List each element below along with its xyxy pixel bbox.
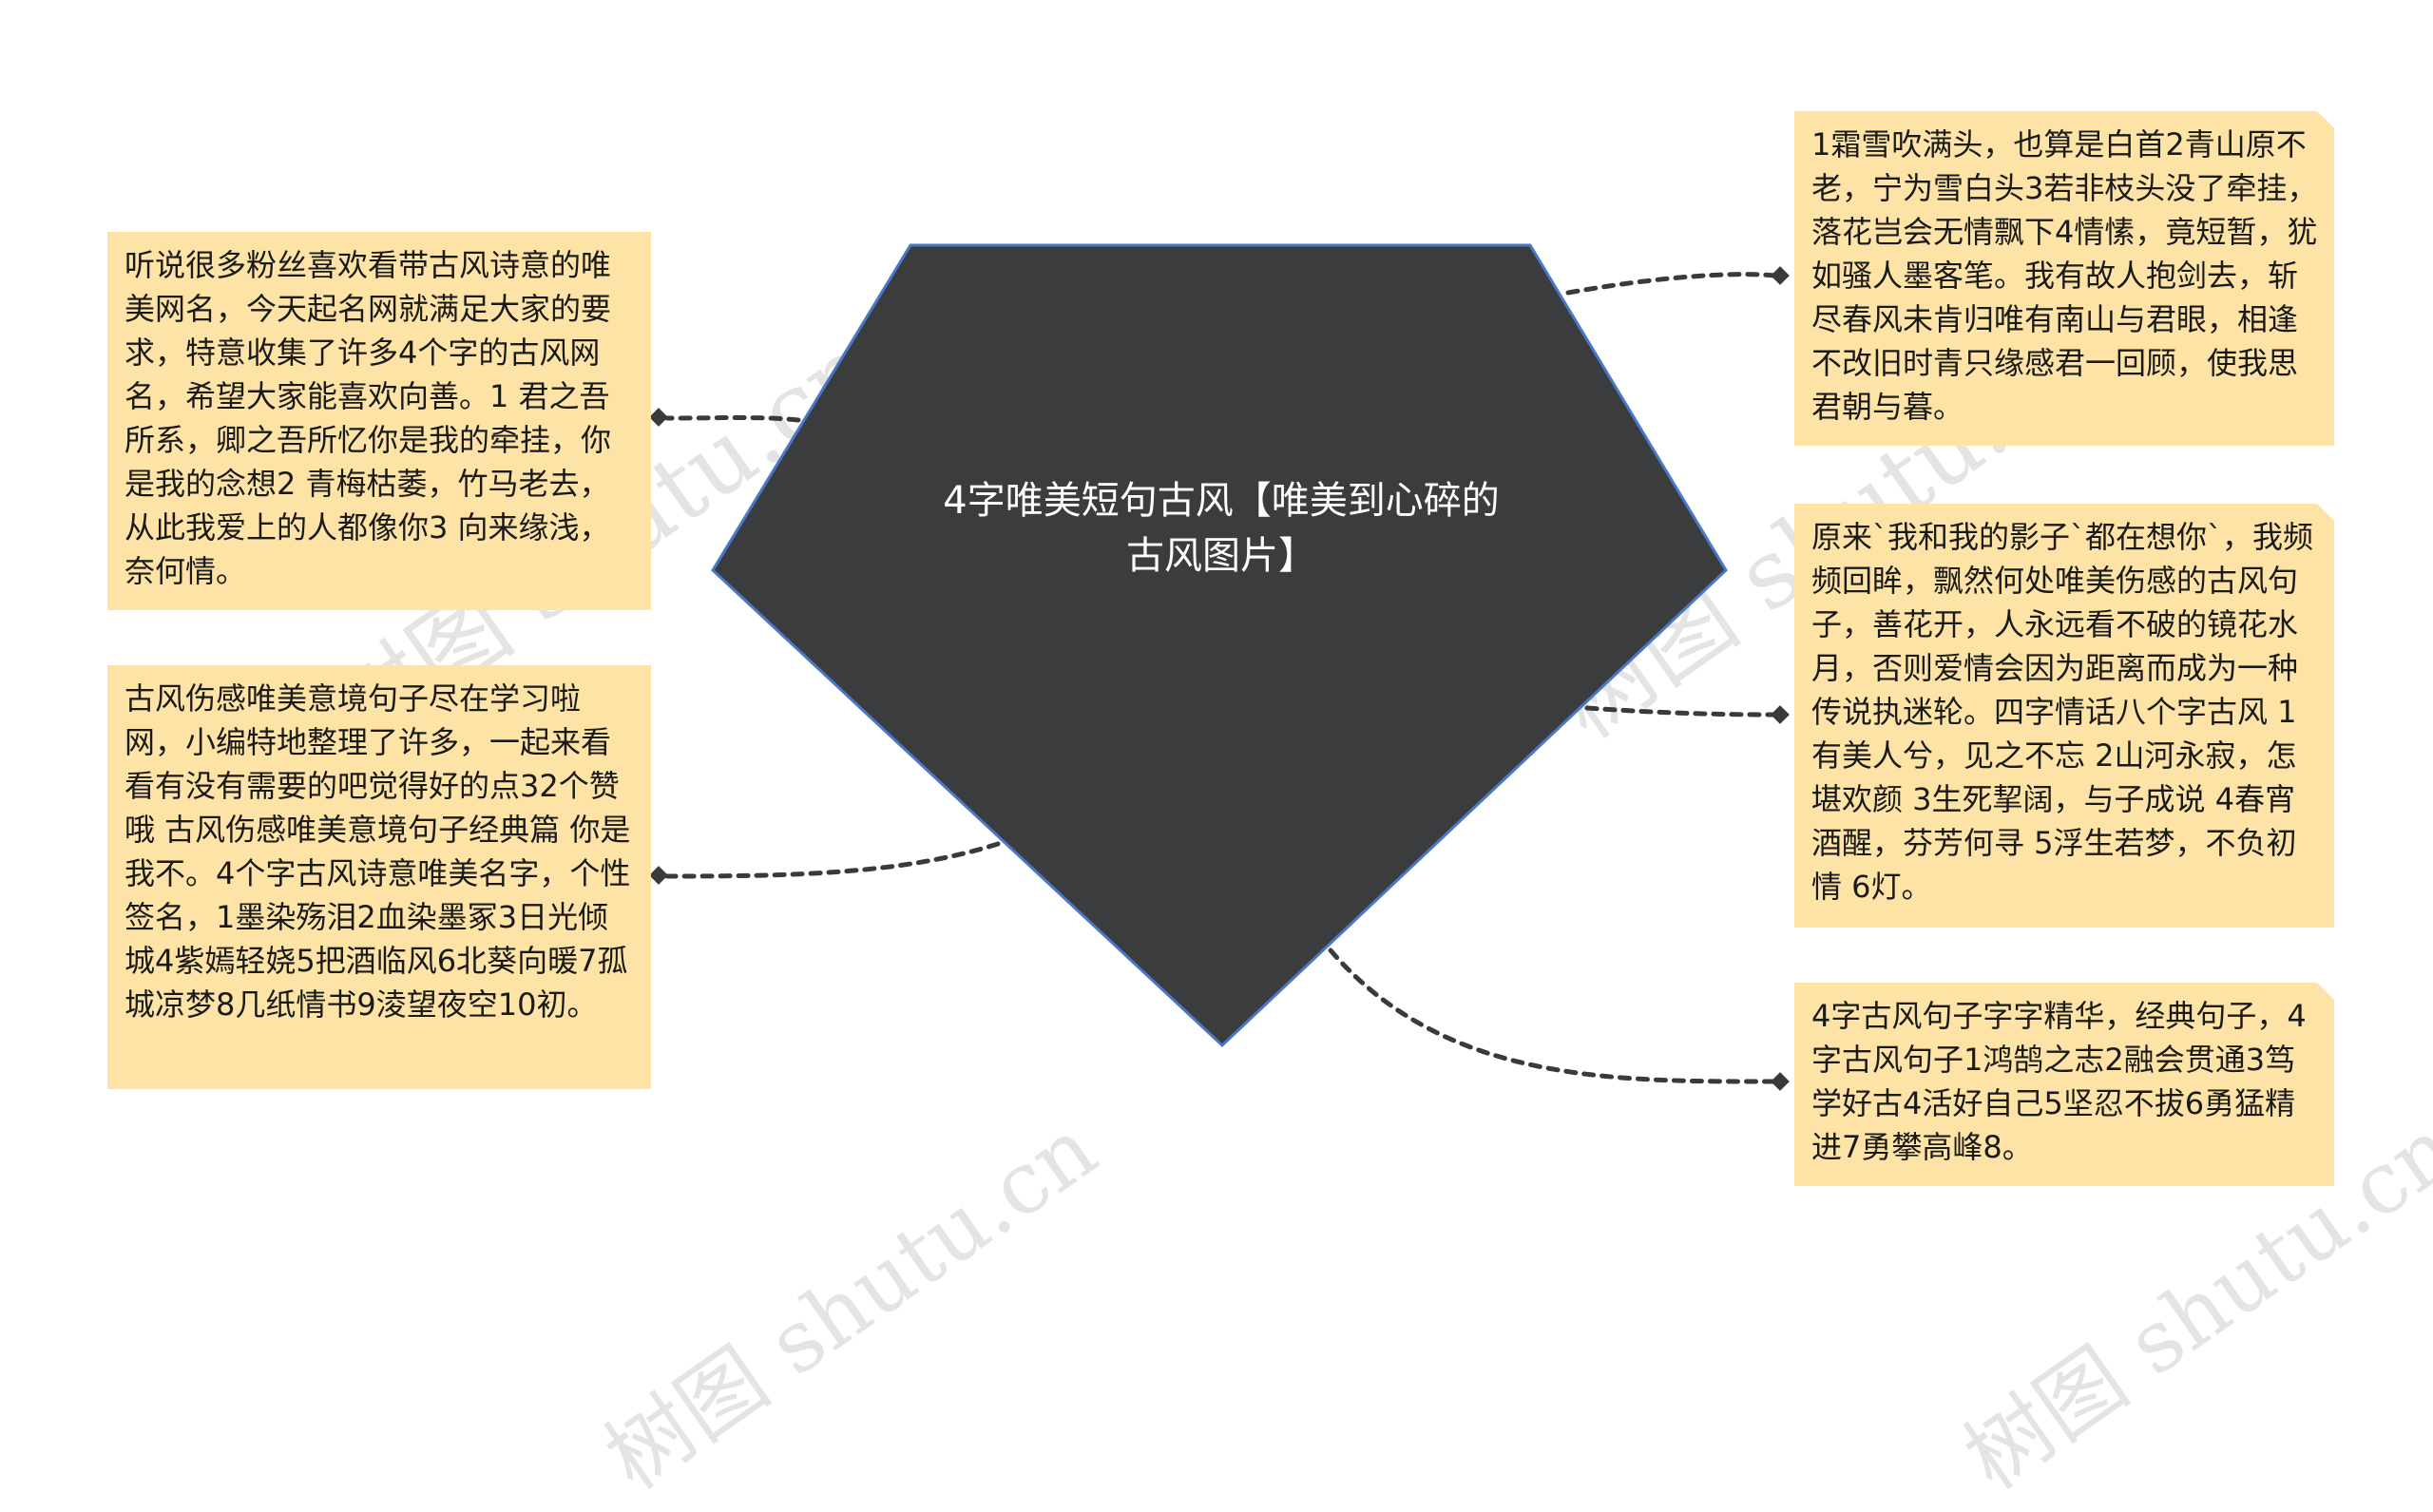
right-node-1[interactable]: 1霜雪吹满头，也算是白首2青山原不老，宁为雪白头3若非枝头没了牵挂，落花岂会无情…: [1794, 111, 2334, 446]
mindmap-canvas: [649, 243, 1790, 1091]
right-node-2-text: 原来`我和我的影子`都在想你`，我频频回眸，飘然何处唯美伤感的古风句子，善花开，…: [1811, 519, 2314, 905]
corner-fold: [2317, 111, 2334, 128]
connector-right-2-endpoint: [1771, 705, 1790, 724]
corner-fold: [2317, 504, 2334, 521]
connector-left-1: [664, 415, 801, 423]
connector-right-3: [1328, 947, 1778, 1084]
connector-left-2: [664, 841, 1001, 879]
center-node-shape[interactable]: [711, 243, 1728, 1048]
left-node-1[interactable]: 听说很多粉丝喜欢看带古风诗意的唯美网名，今天起名网就满足大家的要求，特意收集了许…: [107, 232, 651, 610]
connector-right-2: [1584, 705, 1778, 718]
connector-right-1: [1565, 272, 1778, 296]
right-node-1-text: 1霜雪吹满头，也算是白首2青山原不老，宁为雪白头3若非枝头没了牵挂，落花岂会无情…: [1811, 126, 2318, 425]
left-node-2[interactable]: 古风伤感唯美意境句子尽在学习啦网，小编特地整理了许多，一起来看看有没有需要的吧觉…: [107, 665, 651, 1089]
connector-right-1-endpoint: [1771, 266, 1790, 285]
connector-left-2-endpoint: [649, 866, 668, 885]
right-node-3-text: 4字古风句子字字精华，经典句子，4字古风句子1鸿鹄之志2融会贯通3笃学好古4活好…: [1811, 998, 2307, 1165]
corner-fold: [2317, 983, 2334, 1000]
connector-right-3-endpoint: [1771, 1072, 1790, 1091]
center-node-title: 4字唯美短句古风【唯美到心碎的古风图片】: [943, 479, 1500, 578]
left-node-1-text: 听说很多粉丝喜欢看带古风诗意的唯美网名，今天起名网就满足大家的要求，特意收集了许…: [125, 247, 612, 589]
right-node-3[interactable]: 4字古风句子字字精华，经典句子，4字古风句子1鸿鹄之志2融会贯通3笃学好古4活好…: [1794, 983, 2334, 1186]
connector-left-1-endpoint: [649, 408, 668, 427]
left-node-2-text: 古风伤感唯美意境句子尽在学习啦网，小编特地整理了许多，一起来看看有没有需要的吧觉…: [125, 680, 631, 1023]
right-node-2[interactable]: 原来`我和我的影子`都在想你`，我频频回眸，飘然何处唯美伤感的古风句子，善花开，…: [1794, 504, 2334, 928]
